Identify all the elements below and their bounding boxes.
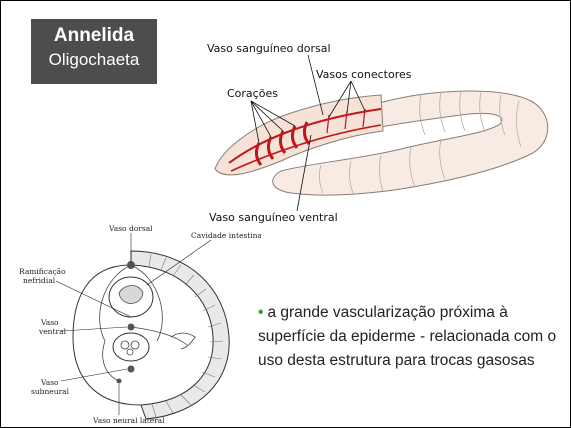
label-vaso-ventral-1: Vaso — [40, 318, 59, 327]
subneural-vessel-dot — [128, 366, 135, 373]
nerve-cord — [113, 333, 149, 361]
label-neural-lateral: Vaso neural lateral — [92, 416, 165, 425]
bullet-text: a grande vascularização próxima à superf… — [258, 304, 556, 369]
title-group: Annelida — [31, 25, 157, 47]
body-wall — [131, 251, 229, 419]
title-subgroup: Oligochaeta — [31, 50, 157, 70]
earthworm-diagram: Vaso sanguíneo dorsal Vasos conectores C… — [201, 31, 561, 231]
label-dorsal-vessel: Vaso sanguíneo dorsal — [207, 42, 331, 55]
bullet-point: •a grande vascularização próxima à super… — [258, 301, 563, 373]
label-ramificacao-1: Ramificação — [19, 267, 66, 276]
cross-section-diagram: Vaso dorsal Cavidade intestinal Ramifica… — [1, 219, 261, 428]
label-vaso-dorsal: Vaso dorsal — [108, 224, 153, 233]
label-vaso-ventral-2: ventral — [38, 327, 67, 336]
label-ramificacao-2: nefridial — [23, 276, 56, 285]
title-box: Annelida Oligochaeta — [31, 19, 157, 84]
label-connectors: Vasos conectores — [316, 68, 412, 81]
label-subneural-2: subneural — [31, 387, 70, 396]
label-hearts: Corações — [227, 87, 278, 100]
label-cavidade: Cavidade intestinal — [191, 231, 261, 240]
bullet-dot: • — [258, 304, 263, 321]
vessel-branches — [100, 265, 195, 381]
label-subneural-1: Vaso — [40, 378, 59, 387]
